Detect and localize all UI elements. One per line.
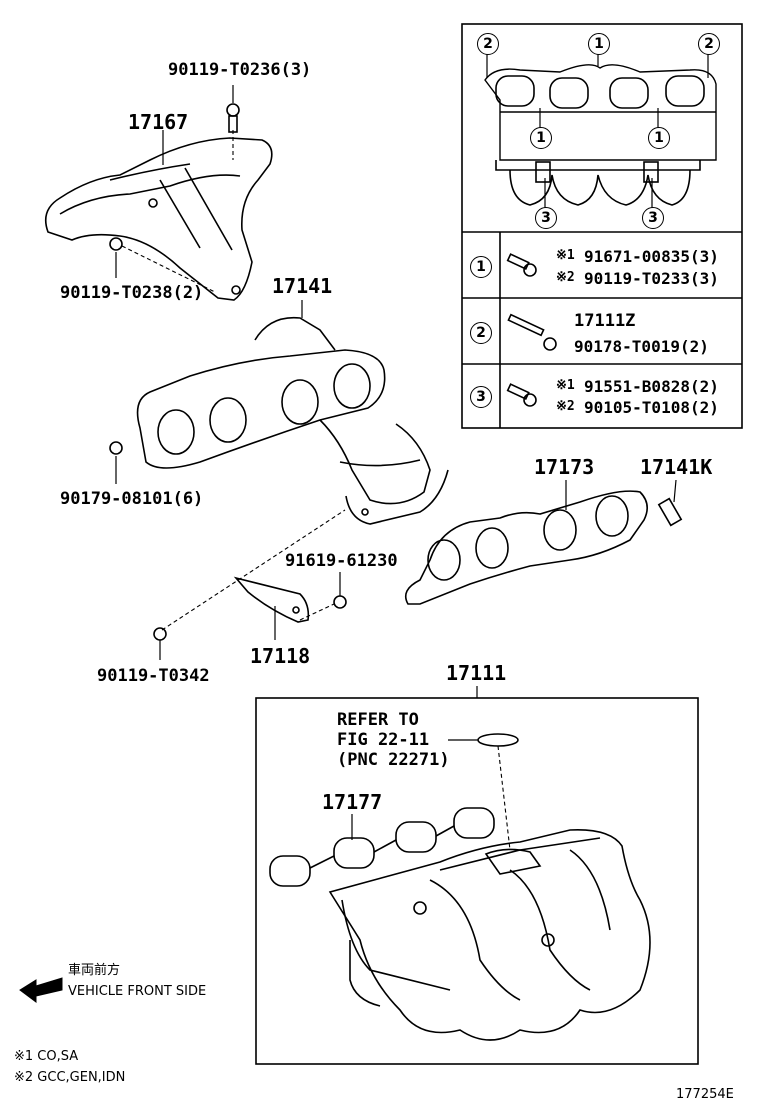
label-17141K[interactable]: 17141K (640, 455, 713, 479)
legend-row-3-mark-1: ※1 (556, 378, 575, 393)
label-17173[interactable]: 17173 (534, 455, 595, 479)
legend-bolt-icon-1 (506, 253, 537, 277)
label-17118[interactable]: 17118 (250, 644, 311, 668)
label-refer-line-1: REFER TO (337, 710, 419, 730)
label-17177[interactable]: 17177 (322, 790, 383, 814)
exhaust-manifold-drawing (136, 316, 449, 525)
legend-row-3-part-2[interactable]: 90105-T0108(2) (584, 398, 719, 417)
front-arrow-icon (19, 977, 63, 1003)
label-90119-T0238[interactable]: 90119-T0238(2) (60, 283, 204, 303)
label-90119-T0342[interactable]: 90119-T0342 (97, 666, 210, 686)
bolt-icon-bracket (333, 595, 347, 609)
bolt-icon-insulator-lower (109, 237, 123, 251)
inset-panel (461, 23, 743, 429)
legend-row-3-mark-2: ※2 (556, 399, 575, 414)
inset-marker-3-left: 3 (535, 207, 557, 229)
label-90179-08101[interactable]: 90179-08101(6) (60, 489, 204, 509)
legend-row-1-part-2[interactable]: 90119-T0233(3) (584, 269, 719, 288)
note-2: ※2 GCC,GEN,IDN (14, 1070, 126, 1085)
heat-insulator-drawing (44, 137, 273, 301)
legend-bolt-icon-3 (506, 383, 537, 407)
label-refer-line-2[interactable]: FIG 22-11 (337, 730, 430, 750)
legend-row-1-part-1[interactable]: 91671-00835(3) (584, 247, 719, 266)
legend-row-3-part-1[interactable]: 91551-B0828(2) (584, 377, 719, 396)
legend-row-2-part-1[interactable]: 17111Z (574, 311, 636, 331)
legend-marker-2: 2 (470, 322, 492, 344)
direction-jp-label: 車両前方 (68, 963, 121, 978)
stud-icon (657, 497, 683, 527)
figure-id: 177254E (676, 1087, 734, 1102)
bracket-drawing (233, 576, 310, 623)
intake-manifold-drawing (328, 829, 651, 1041)
legend-stud-icon-2 (507, 313, 557, 351)
direction-en-label: VEHICLE FRONT SIDE (68, 984, 207, 999)
label-17141[interactable]: 17141 (272, 274, 333, 298)
label-90119-T0236[interactable]: 90119-T0236(3) (168, 60, 312, 80)
inset-marker-1-top: 1 (588, 33, 610, 55)
legend-row-2-part-2[interactable]: 90178-T0019(2) (574, 337, 709, 356)
inset-marker-3-right: 3 (642, 207, 664, 229)
gasket-drawing (404, 490, 648, 605)
legend-marker-3: 3 (470, 386, 492, 408)
intake-gasket-drawing (269, 807, 495, 887)
legend-marker-1: 1 (470, 256, 492, 278)
note-1: ※1 CO,SA (14, 1049, 79, 1064)
inset-marker-1-right: 1 (648, 127, 670, 149)
inset-marker-1-left: 1 (530, 127, 552, 149)
legend-row-1-mark-2: ※2 (556, 270, 575, 285)
bolt-icon-top (226, 103, 240, 133)
inset-marker-2-right: 2 (698, 33, 720, 55)
bolt-icon-lower-left (153, 627, 167, 641)
inset-manifold-drawing (484, 64, 717, 206)
label-91619-61230[interactable]: 91619-61230 (285, 551, 398, 571)
label-17111[interactable]: 17111 (446, 661, 507, 685)
nut-icon-manifold (109, 441, 123, 455)
intake-panel (255, 686, 699, 1065)
label-refer-line-3: (PNC 22271) (337, 750, 450, 770)
legend-row-1-mark-1: ※1 (556, 248, 575, 263)
inset-marker-2-left: 2 (477, 33, 499, 55)
label-17167[interactable]: 17167 (128, 110, 189, 134)
